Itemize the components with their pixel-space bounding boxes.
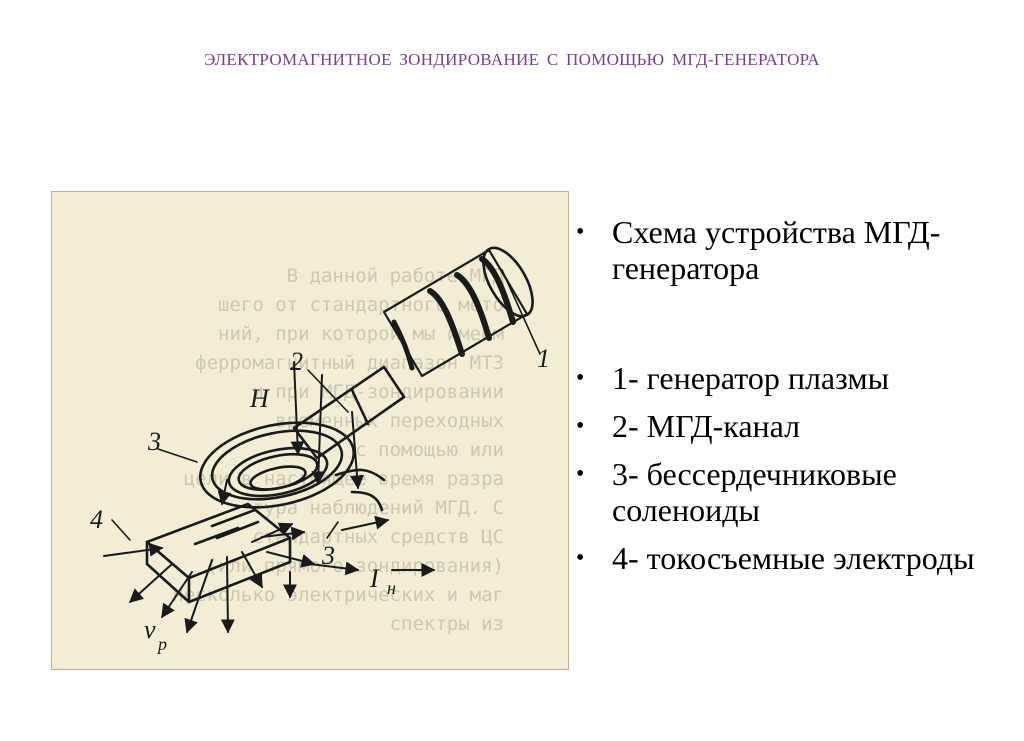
bleed-through-line: стандартных средств ЦС (252, 526, 504, 548)
bleed-through-line: ний, при которой мы имеем (218, 323, 504, 345)
bleed-through-line: (или прямого зондирования) (207, 555, 504, 577)
bleed-through-line: шего от стандартного мето (218, 294, 504, 316)
bleed-through-line: тура наблюдений МГД. С (252, 497, 504, 519)
label-4: 4 (90, 505, 103, 534)
flow-arrows (103, 361, 436, 634)
bleed-through-line: В данной работе МГД (287, 265, 505, 287)
slide-title: ЭЛЕКТРОМАГНИТНОЕ ЗОНДИРОВАНИЕ С ПОМОЩЬЮ … (204, 50, 820, 69)
leader-lines (111, 269, 541, 541)
bleed-through-text: В данной работе МГД шего от стандартного … (172, 265, 504, 635)
label-velocity-subscript: p (156, 634, 167, 654)
bleed-through-line: спектры из (390, 613, 504, 635)
bleed-through-line: с помощью или (355, 439, 504, 461)
coreless-solenoids (198, 421, 386, 512)
label-velocity: v (144, 615, 156, 644)
bullet-dot: • (576, 461, 585, 487)
bullet-dot: • (576, 413, 585, 439)
list-item: • Схема устройства МГД-генератора (576, 214, 1016, 286)
list-item-text: 4- токосъемные электроды (612, 540, 975, 576)
list-item: • 4- токосъемные электроды (576, 540, 1016, 576)
bullet-dot: • (576, 545, 585, 571)
bleed-through-line: несколько электрических и маг (172, 584, 504, 606)
mhd-channel (292, 365, 406, 460)
mhd-generator-diagram: В данной работе МГД шего от стандартного … (90, 246, 550, 654)
legend-list: • Схема устройства МГД-генератора • 1- г… (576, 214, 1016, 588)
label-current: I (369, 564, 380, 593)
list-item: • 3- бессердечниковые соленоиды (576, 456, 1016, 528)
label-current-subscript: н (387, 578, 396, 598)
list-item-text: Схема устройства МГД-генератора (612, 214, 941, 286)
bleed-through-line: ферромагнитный диапазон МТЗ (195, 352, 504, 374)
label-3-left: 3 (147, 427, 161, 456)
bullet-dot: • (576, 219, 585, 245)
label-3-right: 3 (321, 541, 335, 570)
list-item: • 1- генератор плазмы (576, 360, 1016, 396)
bullet-dot: • (576, 365, 585, 391)
bleed-through-line: и при МГД-зондировании (252, 381, 504, 403)
label-2: 2 (290, 347, 303, 376)
list-item-text: 2- МГД-канал (612, 408, 801, 444)
list-item-text: 3- бессердечниковые соленоиды (612, 456, 897, 528)
current-collector-electrodes (145, 502, 292, 604)
list-item-text: 1- генератор плазмы (612, 360, 890, 396)
plasma-generator (382, 246, 534, 378)
label-h-field: H (249, 384, 270, 413)
mhd-generator-figure: В данной работе МГД шего от стандартного … (51, 191, 569, 670)
bleed-through-line: временных переходных (275, 410, 504, 432)
bleed-through-line: цели в настоящее время разра (184, 468, 504, 490)
list-item: • 2- МГД-канал (576, 408, 1016, 444)
label-1: 1 (537, 344, 550, 373)
